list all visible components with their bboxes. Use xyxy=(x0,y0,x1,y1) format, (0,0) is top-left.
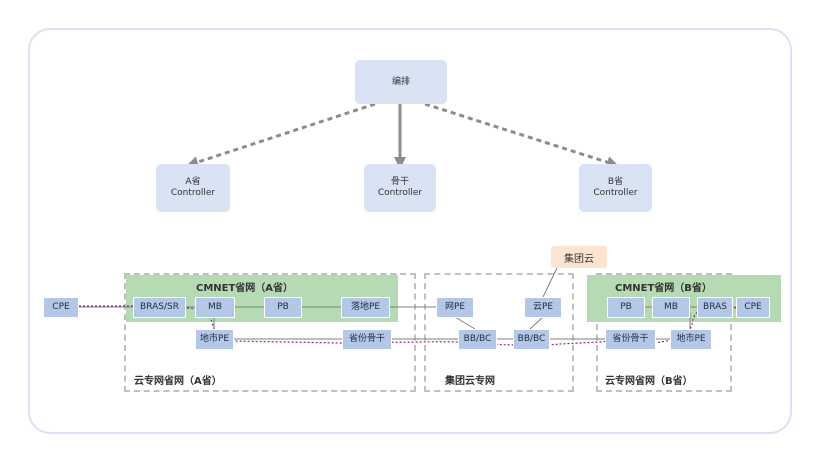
a-controller-box: A省 Controller xyxy=(156,164,230,212)
mb-b-node: MB xyxy=(652,297,690,318)
b-controller-line1: B省 xyxy=(607,177,624,187)
cmnet-b-label: CMNET省网（B省） xyxy=(615,283,712,294)
arrow-to-b-controller xyxy=(424,102,619,168)
cloud-pe-node: 云PE xyxy=(524,297,562,318)
cloud-province-b-label: 云专网省网（B省） xyxy=(605,376,693,387)
luodi-pe-node: 落地PE xyxy=(341,297,390,318)
arrow-to-a-controller xyxy=(186,102,376,168)
provincial-backbone-a-node: 省份骨干 xyxy=(342,329,392,350)
provincial-backbone-b-node: 省份骨干 xyxy=(605,329,656,350)
backbone-controller-line2: Controller xyxy=(377,188,423,198)
a-controller-line1: A省 xyxy=(185,177,201,187)
zone-cloud-province-b xyxy=(596,273,732,392)
backbone-controller-box: 骨干 Controller xyxy=(364,164,436,212)
a-controller-line2: Controller xyxy=(170,188,216,198)
pb-b-node: PB xyxy=(607,297,645,318)
pb-a-node: PB xyxy=(264,297,302,318)
cpe-left-node: CPE xyxy=(43,297,79,318)
cloud-province-a-label: 云专网省网（A省） xyxy=(134,376,222,387)
b-controller-line2: Controller xyxy=(593,188,638,198)
orchestrator-box: 编排 xyxy=(355,60,447,104)
orchestrator-label: 编排 xyxy=(391,76,410,87)
bb-bc-1-node: BB/BC xyxy=(458,329,497,350)
link-cloud-cloudpe xyxy=(542,267,558,298)
b-controller-box: B省 Controller xyxy=(579,164,652,212)
link-cloudpe-bbbc2 xyxy=(529,316,544,330)
cmnet-a-label: CMNET省网（A省） xyxy=(196,283,294,294)
zone-cloud-province-a xyxy=(124,273,416,392)
backbone-controller-line1: 骨干 xyxy=(390,177,409,187)
bras-sr-node: BRAS/SR xyxy=(133,297,186,318)
group-cloud-box: 集团云 xyxy=(551,246,607,268)
bb-bc-2-node: BB/BC xyxy=(513,329,550,350)
link-netpe-bbbc1 xyxy=(454,316,476,330)
city-pe-b-node: 地市PE xyxy=(670,329,712,350)
group-cloud-network-label: 集团云专网 xyxy=(445,376,495,387)
cpe-right-node: CPE xyxy=(736,297,770,318)
bras-b-node: BRAS xyxy=(697,297,733,318)
city-pe-a-node: 地市PE xyxy=(195,329,234,350)
mb-a-node: MB xyxy=(195,297,235,318)
zone-group-cloud xyxy=(424,273,574,392)
net-pe-node: 网PE xyxy=(436,297,474,318)
